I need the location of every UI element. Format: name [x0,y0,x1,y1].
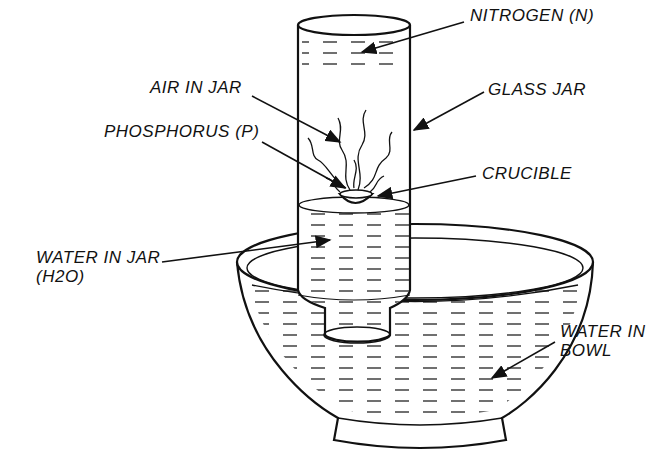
crucible-label: CRUCIBLE [482,164,632,183]
water-bowl-label: WATER IN BOWL [560,322,650,360]
phosphorus-label: PHOSPHORUS (P) [104,122,274,141]
jar-label: GLASS JAR [488,80,638,99]
leader-lines [162,22,555,378]
air-label: AIR IN JAR [150,78,280,97]
gas-label: NITROGEN (N) [470,6,648,25]
water-jar-label: WATER IN JAR (H2O) [36,248,168,286]
